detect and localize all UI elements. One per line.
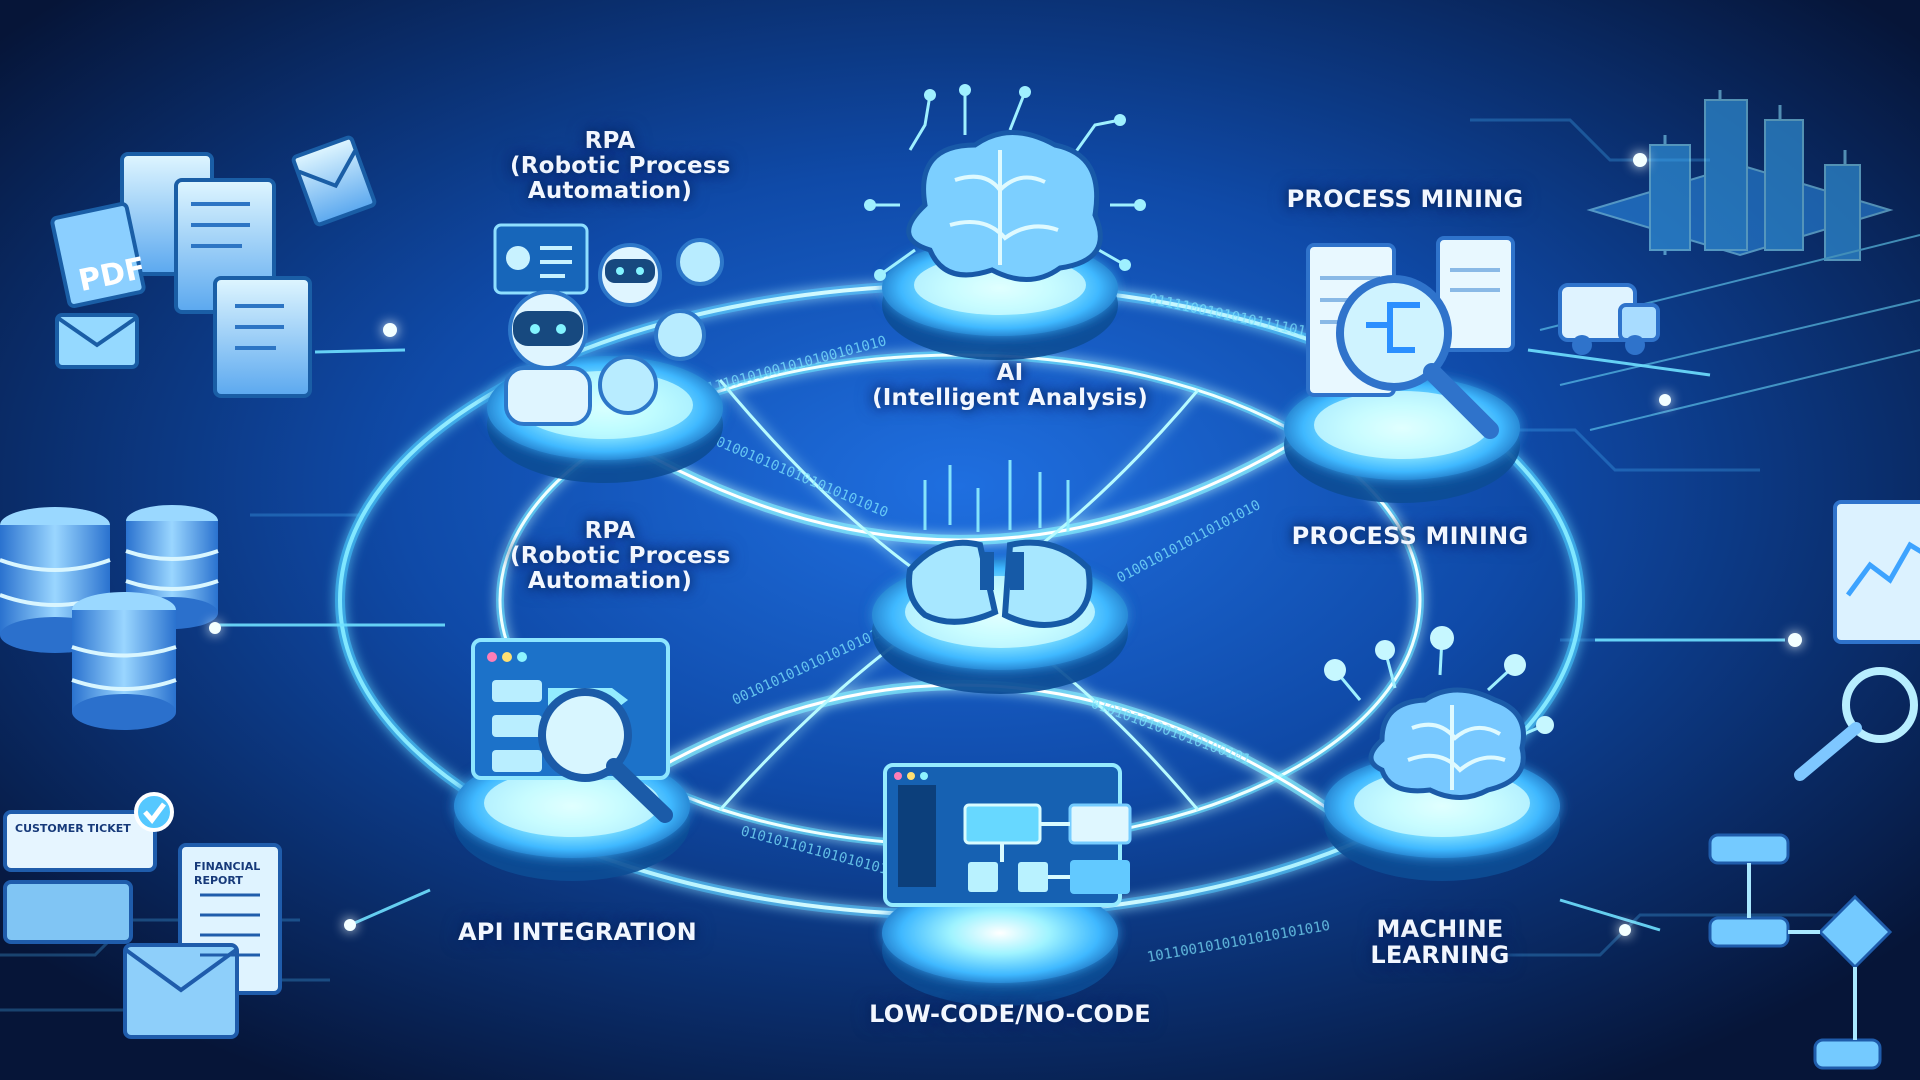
flowchart-decision [1817, 894, 1893, 970]
ai-line-1: AI [996, 360, 1024, 386]
lowcode-workflow-icon [883, 763, 1132, 907]
rpa-mid-label: RPA (Robotic Process Automation) [510, 518, 731, 594]
magnifier-icon [1842, 667, 1918, 743]
glow-nodes [209, 153, 1802, 936]
financial-report-label-line2: REPORT [194, 874, 243, 887]
machine-learning-line-1: MACHINE [1376, 915, 1504, 943]
magnifier-icon [538, 688, 632, 782]
process-mining-icon [1306, 236, 1515, 439]
chat-card-icon [3, 880, 133, 944]
bottom-left-documents [3, 792, 282, 1039]
machine-learning-label: MACHINE LEARNING [1345, 915, 1535, 969]
rpa-top-line-1: RPA [584, 128, 636, 154]
envelope-icon [291, 135, 377, 227]
machine-learning-icon [1324, 626, 1554, 800]
rpa-mid-line-1: RPA [584, 518, 636, 544]
api-integration-label: API INTEGRATION [458, 918, 697, 946]
flowchart-node [1813, 1038, 1882, 1070]
rpa-mid-line-2: (Robotic Process [510, 542, 731, 569]
gear-icon [598, 238, 724, 415]
ai-line-2: (Intelligent Analysis) [872, 384, 1148, 411]
right-side-icons [1558, 283, 1920, 1070]
flowchart-node [1708, 916, 1790, 948]
api-integration-icon [471, 638, 673, 823]
rpa-top-line-2: (Robotic Process [510, 152, 731, 179]
low-code-label: LOW-CODE/NO-CODE [869, 1000, 1151, 1028]
lowcode-platform [882, 883, 1118, 1006]
process-mining-top-label: PROCESS MINING [1286, 185, 1524, 213]
connector-lines [215, 348, 1785, 932]
left-document-cluster [50, 135, 377, 398]
financial-report-label-line1: FINANCIAL [194, 860, 260, 873]
rpa-mid-line-3: Automation) [527, 567, 693, 594]
api-platform [454, 754, 690, 881]
envelope-icon [55, 313, 139, 369]
document-icon [1436, 236, 1515, 352]
process-mining-platform [1284, 376, 1520, 503]
ai-brain-icon [864, 84, 1146, 282]
database-icons [0, 505, 219, 730]
customer-ticket-card [3, 810, 157, 872]
magnifier-icon [1336, 275, 1452, 391]
machine-learning-line-2: LEARNING [1370, 940, 1510, 969]
pdf-icon [50, 202, 146, 308]
rpa-top-line-3: Automation) [527, 177, 693, 204]
process-mining-mid-label: PROCESS MINING [1291, 522, 1529, 550]
check-icon [134, 792, 174, 832]
api-plug-icon [906, 460, 1093, 628]
rpa-top-label: RPA (Robotic Process Automation) [510, 128, 731, 204]
customer-ticket-label: CUSTOMER TICKET [15, 822, 131, 835]
ai-label: AI (Intelligent Analysis) [860, 361, 1160, 411]
flowchart-node [1708, 833, 1790, 865]
rpa-robots-icon [493, 223, 724, 426]
document-icon [213, 276, 312, 398]
city-grid-background [1539, 90, 1920, 431]
